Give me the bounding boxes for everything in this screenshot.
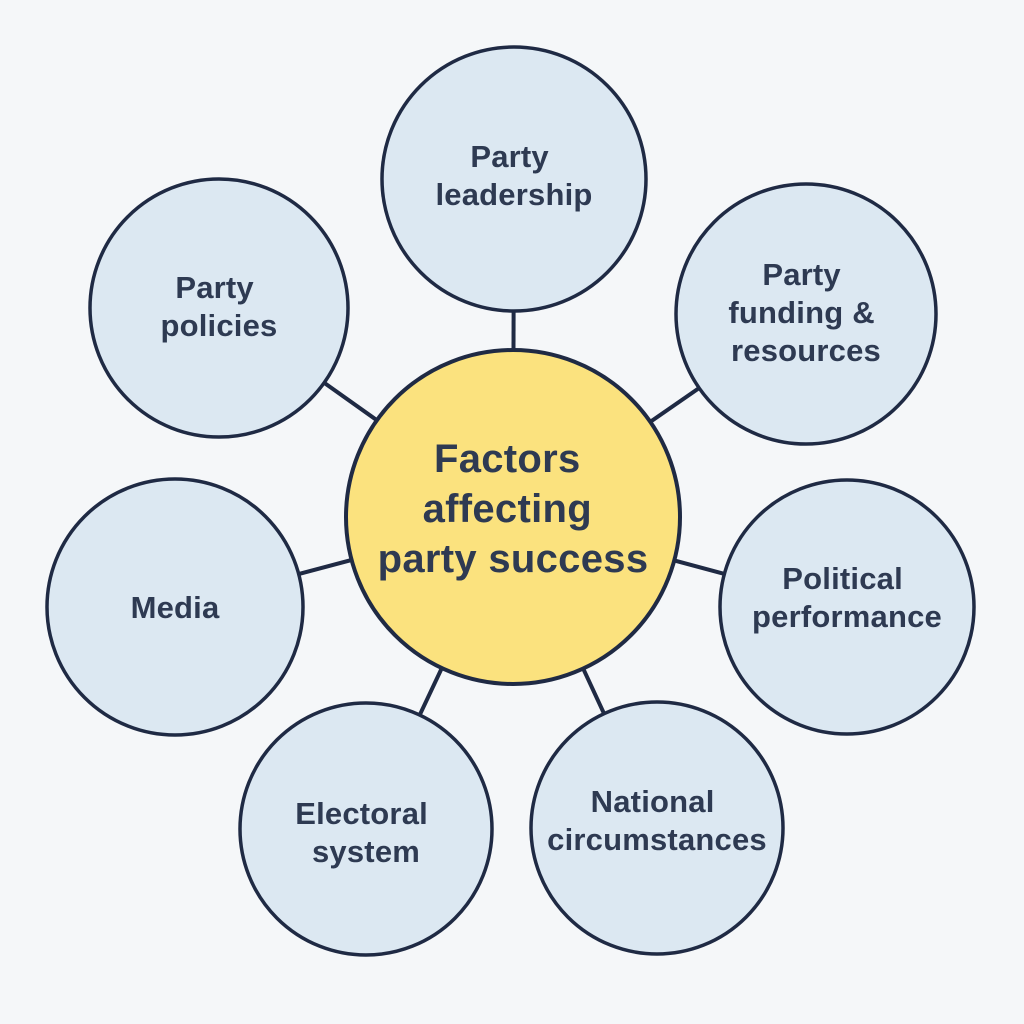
center-node-circle: [344, 348, 682, 686]
node-circle: [718, 478, 976, 736]
node-center-factors: Factors affecting party success: [344, 348, 682, 686]
node-circle: [380, 45, 648, 313]
node-circle: [45, 477, 305, 737]
node-label: Party policies: [160, 270, 277, 343]
node-label: Party leadership: [435, 139, 592, 212]
node-party-funding-resources: Party funding & resources: [674, 182, 938, 446]
node-label: Electoral system: [295, 796, 437, 869]
node-label: Media: [131, 590, 220, 625]
node-circle: [88, 177, 350, 439]
node-circle: [674, 182, 938, 446]
node-label: Party funding & resources: [728, 257, 883, 368]
node-political-performance: Political performance: [718, 478, 976, 736]
node-circle: [529, 700, 785, 956]
node-media: Media: [45, 477, 305, 737]
node-label: Political performance: [752, 561, 942, 634]
node-circle: [238, 701, 494, 957]
node-party-policies: Party policies: [88, 177, 350, 439]
node-national-circumstances: National circumstances: [529, 700, 785, 956]
center-node-label: Factors affecting party success: [378, 437, 649, 581]
node-label: National circumstances: [547, 784, 767, 857]
node-party-leadership: Party leadership: [380, 45, 648, 313]
node-electoral-system: Electoral system: [238, 701, 494, 957]
